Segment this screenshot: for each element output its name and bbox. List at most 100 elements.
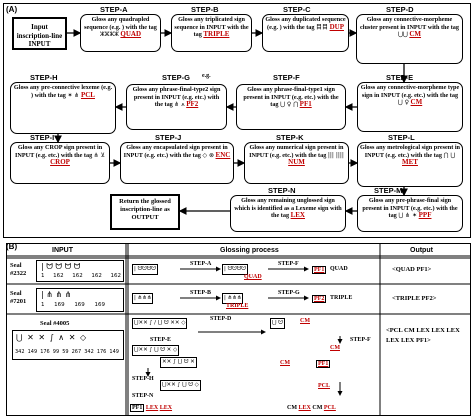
step-f-text: Gloss any phrase-final-type1 sign presen… [243, 86, 339, 109]
row3-final-pcl: PCL [323, 405, 336, 411]
step-a-label: STEP-A [100, 5, 128, 14]
step-k-box: Gloss any numerical sign present in INPU… [244, 142, 349, 184]
row3-num-8: 149 [109, 349, 119, 355]
row1-seal-image: | ᗢ ᗢ ᗢ ᗢ 1 162 162 162 162 [36, 260, 124, 282]
step-k-label: STEP-K [276, 133, 304, 142]
row2-num-2: 169 [74, 302, 85, 308]
row3-num-7: 176 [96, 349, 107, 355]
enc-sign-icon: ◇ ⊗ [202, 151, 214, 159]
ppf-sign-icon: ⋃ ⋔ ✶ [398, 212, 418, 220]
step-k-tag: NUM [288, 158, 305, 167]
row1-tag-pf1: PF1 [312, 266, 327, 274]
cm-cluster-icon: ⋃⋃ [397, 31, 408, 39]
row2-step-b: STEP-B [190, 290, 212, 296]
step-l-label: STEP-L [388, 133, 415, 142]
row3-output: <PCL CM LEX LEX LEX LEX LEX PF1> [386, 327, 460, 344]
step-f-box: Gloss any phrase-final-type1 sign presen… [236, 84, 346, 130]
step-l-text: Gloss any metrological sign present in I… [360, 144, 460, 159]
row3-final-pf1: PF1 [130, 404, 145, 412]
row2-tag-triple-final: TRIPLE [330, 295, 353, 301]
row1-output: <QUAD PF1> [392, 266, 432, 273]
row2-seal-image: | ⋔ ⋔ ⋔ 1 169 169 169 [36, 288, 124, 312]
step-j-label: STEP-J [155, 133, 182, 142]
row3-step-h: STEP-H [132, 376, 154, 382]
step-n-label: STEP-N [268, 186, 296, 195]
row2-tag-pf2: PF2 [312, 295, 327, 303]
step-n-box: Gloss any remaining unglossed sign which… [230, 195, 346, 232]
step-m-box: Gloss any pre-phrase-final sign present … [357, 195, 463, 232]
quad-sign-icon: ⵣⵣⵣⵣ [99, 31, 119, 39]
step-g-text: Gloss any phrase-final-type2 sign presen… [132, 86, 221, 109]
panel-a [3, 3, 471, 238]
glossing-table [6, 243, 471, 416]
step-l-tag: MET [402, 158, 418, 167]
row3-step-e: STEP-E [150, 337, 172, 343]
crop-sign-icon: ⋔ ⊻ [93, 151, 106, 159]
row2-num-0: 1 [41, 302, 45, 308]
step-h-label: STEP-H [30, 73, 58, 82]
row3-step-h-signs: ⋃✕✕ ∫ ⋃ ᗢ ◇ [160, 380, 201, 391]
row3-num-2: 176 [40, 349, 50, 355]
step-m-text: Gloss any pre-phrase-final sign present … [362, 197, 458, 220]
row1-tag-quad-final: QUAD [330, 266, 348, 272]
row3-seal-image: ⋃ ✕ ✕ ∫ ∧ ✕ ◇ 342 149 176 99 59 267 342 … [12, 330, 124, 360]
row2-triple-group: | ⋔⋔⋔ [222, 293, 244, 304]
row3-final-cm: CM [287, 405, 298, 411]
step-n-tag: LEX [290, 211, 305, 220]
row3-final-row: PF1 LEX LEX CM LEX CM PCL [130, 404, 336, 412]
row3-final-lex-2: LEX [159, 405, 173, 411]
pf2-sign-icon: ⋔ ⩚ [174, 101, 185, 109]
step-a-box: Gloss any quadrapled sequence (e.g. ) wi… [80, 14, 161, 52]
step-e-text: Gloss any connective-morpheme type sign … [360, 84, 460, 99]
row1-num-0: 1 [41, 273, 45, 279]
step-e-tag: CM [410, 98, 423, 107]
step-c-text: Gloss any duplicated sequence (e.g. ) wi… [265, 16, 346, 31]
step-m-tag: PPF [418, 211, 432, 220]
row3-cm-group: ⋃ ᗢ [270, 318, 285, 329]
row3-num-0: 342 [15, 349, 25, 355]
step-g-eg: e.g. [202, 73, 211, 79]
row3-seal-label: Seal #4005 [40, 320, 70, 327]
row3-num-1: 149 [27, 349, 38, 355]
row2-input-signs: | ⋔⋔⋔ [132, 293, 154, 304]
row1-num-2: 162 [72, 273, 83, 279]
row2-step-g: STEP-G [278, 290, 300, 296]
step-k-text: Gloss any numerical sign present in INPU… [249, 144, 344, 159]
step-e-box: Gloss any connective-morpheme type sign … [357, 82, 463, 132]
row1-input-signs: | ᗢᗢᗢᗢ [132, 264, 158, 275]
row2-seal-label: Seal #7201 [10, 290, 27, 305]
step-b-tag: TRIPLE [203, 30, 230, 39]
row3-num-5: 267 [71, 349, 82, 355]
step-f-tag: PF1 [299, 100, 312, 109]
step-n-text: Gloss any remaining unglossed sign which… [234, 197, 342, 220]
step-c-tag: DUP [329, 22, 344, 31]
step-g-box: Gloss any phrase-final-type2 sign presen… [126, 84, 227, 130]
pf1-sign-icon: ⋃ ♀ ⋂ [280, 101, 299, 109]
row1-step-a: STEP-A [190, 261, 212, 267]
step-j-box: Gloss any encapsulated sign present in I… [120, 142, 234, 184]
row3-final-lex-1: LEX [145, 405, 159, 411]
row1-num-1: 162 [53, 273, 64, 279]
row3-num-4: 59 [62, 349, 69, 355]
row1-quad-group: | ᗢᗢᗢᗢ [222, 264, 248, 275]
step-b-label: STEP-B [191, 5, 219, 14]
step-j-tag: ENC [215, 150, 231, 159]
panel-a-label: (A) [6, 5, 18, 14]
row3-input-signs: ⋃✕✕ ∫ / ⋃ ᗢ ✕✕ ◇ [132, 318, 188, 329]
panel-b-label: (B) [6, 242, 18, 251]
step-b-box: Gloss any triplicated sign sequence in I… [171, 14, 252, 52]
row2-num-1: 169 [54, 302, 65, 308]
step-h-box: Gloss any pre-connective lexeme (e.g. ) … [10, 82, 116, 134]
row3-num-6: 342 [84, 349, 94, 355]
step-g-label: STEP-G [162, 73, 190, 82]
step-l-box: Gloss any metrological sign present in I… [357, 142, 463, 187]
row3-step-f: STEP-F [350, 337, 371, 343]
row3-tag-cm-3: CM [280, 360, 290, 366]
step-h-text: Gloss any pre-connective lexeme (e.g. ) … [13, 84, 113, 99]
row1-num-4: 162 [110, 273, 122, 279]
step-c-label: STEP-C [283, 5, 311, 14]
step-m-label: STEP-M [374, 186, 403, 195]
row1-step-f: STEP-F [278, 261, 299, 267]
row3-final-cm-2: CM [312, 405, 323, 411]
